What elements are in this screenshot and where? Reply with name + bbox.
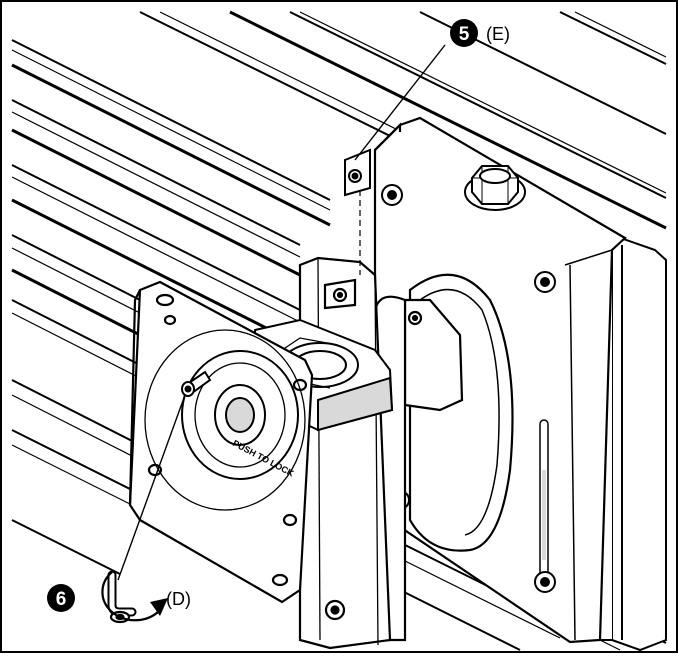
callout-6-number: 6 xyxy=(56,589,67,610)
callout-leader-5 xyxy=(354,44,446,161)
hex-bolt xyxy=(464,165,526,211)
vertical-plate xyxy=(298,256,392,650)
callout-5-label: (E) xyxy=(486,24,510,44)
rotate-clockwise-icon xyxy=(101,571,168,622)
rail-grooves xyxy=(11,10,667,651)
callout-6-label: (D) xyxy=(166,589,191,609)
callout-5-number: 5 xyxy=(459,24,470,45)
callout-5: 5 (E) xyxy=(450,19,510,47)
lock-dial: PUSH TO LOCK xyxy=(181,350,299,480)
top-clip xyxy=(344,148,371,197)
callout-6-badge xyxy=(47,584,75,612)
callout-leader-6 xyxy=(117,394,186,581)
callout-5-badge xyxy=(450,19,478,47)
set-screw xyxy=(181,370,212,397)
callout-6: 6 (D) xyxy=(47,584,191,612)
